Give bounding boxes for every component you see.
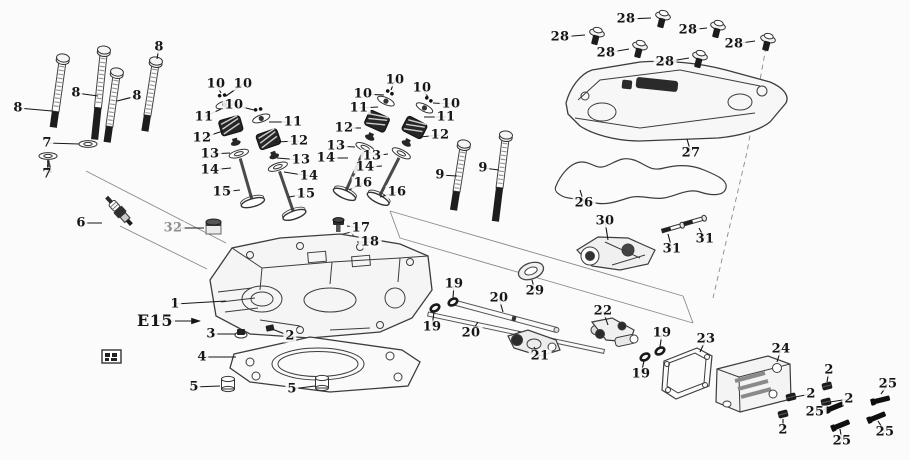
- callout-28-61: 28: [614, 11, 638, 27]
- leader-line-1: [174, 300, 227, 305]
- callout-11-18: 11: [434, 109, 458, 125]
- callout-8-2: 8: [130, 88, 144, 104]
- part-23-gasket: [661, 347, 713, 400]
- callout-31-57: 31: [660, 241, 684, 257]
- callout-18-38: 18: [358, 234, 382, 250]
- part-17-cap: [332, 217, 345, 232]
- callout-12-22: 12: [428, 127, 452, 143]
- callout-12-19: 12: [190, 130, 214, 146]
- callout-10-12: 10: [351, 86, 375, 102]
- part-32-bushing: [205, 218, 222, 235]
- callout-20-51: 20: [459, 325, 483, 341]
- callout-25-75: 25: [830, 433, 854, 449]
- callout-10-9: 10: [231, 76, 255, 92]
- brand-logo: [621, 77, 679, 92]
- callout-8-3: 8: [152, 39, 166, 55]
- callout-13-23: 13: [198, 146, 222, 162]
- callout-19-47: 19: [420, 319, 444, 335]
- callout-10-11: 10: [383, 72, 407, 88]
- callout-25-73: 25: [876, 376, 900, 392]
- callout-2-69: 2: [842, 391, 856, 407]
- callout-13-24: 13: [289, 152, 313, 168]
- callout-31-58: 31: [693, 231, 717, 247]
- callout-28-64: 28: [653, 54, 677, 70]
- callout-4-43: 4: [195, 349, 209, 365]
- callout-7-4: 7: [40, 135, 54, 151]
- callout-6-6: 6: [74, 215, 88, 231]
- callout-5-45: 5: [285, 381, 299, 397]
- part-9-studs: [449, 130, 513, 222]
- callout-26-55: 26: [572, 195, 596, 211]
- callout-28-65: 28: [722, 36, 746, 52]
- callout-24-67: 24: [769, 341, 793, 357]
- callout-19-49: 19: [629, 366, 653, 382]
- part-2-stud: [265, 324, 275, 332]
- callout-29-54: 29: [523, 283, 547, 299]
- callout-15-31: 15: [210, 184, 234, 200]
- part-27-valve-cover: [565, 60, 788, 142]
- callout-23-66: 23: [694, 331, 718, 347]
- callout-19-48: 19: [650, 325, 674, 341]
- callout-8-0: 8: [11, 100, 25, 116]
- callout-16-33: 16: [351, 175, 375, 191]
- callout-21-52: 21: [528, 348, 552, 364]
- part-1-cylinder-head: [209, 233, 433, 339]
- callout-16-34: 16: [385, 184, 409, 200]
- callout-14-27: 14: [198, 162, 222, 178]
- callout-28-63: 28: [676, 22, 700, 38]
- callout-12-20: 12: [287, 133, 311, 149]
- callout-22-53: 22: [591, 303, 615, 319]
- callout-14-29: 14: [314, 150, 338, 166]
- callout-13-26: 13: [360, 148, 384, 164]
- part-6-spark-plug: [105, 195, 133, 226]
- callout-2-70: 2: [822, 362, 836, 378]
- part-22-rocker-assembly: [590, 317, 639, 347]
- part-4-head-gasket: [229, 336, 421, 393]
- callout-10-8: 10: [204, 76, 228, 92]
- callout-12-21: 12: [332, 120, 356, 136]
- callout-13-25: 13: [324, 138, 348, 154]
- callout-9-35: 9: [433, 167, 447, 183]
- callout-10-14: 10: [439, 96, 463, 112]
- callout-2-42: 2: [283, 328, 297, 344]
- callout-30-56: 30: [593, 213, 617, 229]
- callout-27-59: 27: [679, 145, 703, 161]
- callout-1-39: 1: [168, 296, 182, 312]
- callout-25-72: 25: [803, 404, 827, 420]
- part-24-reed-block: [715, 355, 792, 413]
- callout-5-44: 5: [187, 379, 201, 395]
- callout-8-1: 8: [69, 85, 83, 101]
- callout-14-28: 14: [297, 168, 321, 184]
- callout-15-32: 15: [294, 186, 318, 202]
- callout-10-10: 10: [222, 97, 246, 113]
- callout-17-37: 17: [349, 220, 373, 236]
- callout-11-15: 11: [192, 109, 216, 125]
- part-8-head-bolts: [49, 45, 163, 143]
- callout-28-60: 28: [548, 29, 572, 45]
- callout-11-16: 11: [281, 114, 305, 130]
- callout-25-74: 25: [873, 424, 897, 440]
- callout-10-13: 10: [410, 80, 434, 96]
- callout-E15-40: E15: [135, 311, 175, 330]
- part-29-seal: [517, 261, 545, 281]
- callout-11-17: 11: [347, 100, 371, 116]
- callout-9-36: 9: [476, 160, 490, 176]
- callout-7-5: 7: [40, 166, 54, 182]
- part-30-tensioner: [576, 236, 656, 271]
- callout-3-41: 3: [204, 326, 218, 342]
- callout-2-68: 2: [804, 386, 818, 402]
- callout-19-46: 19: [442, 276, 466, 292]
- callout-14-30: 14: [353, 159, 377, 175]
- part-3-nut: [234, 329, 248, 339]
- stamp-icon: [101, 349, 122, 364]
- callout-32-7: 32: [161, 220, 185, 236]
- zone-boundary-lines: [85, 46, 767, 324]
- callout-2-71: 2: [776, 422, 790, 438]
- callout-20-50: 20: [487, 290, 511, 306]
- callout-28-62: 28: [594, 45, 618, 61]
